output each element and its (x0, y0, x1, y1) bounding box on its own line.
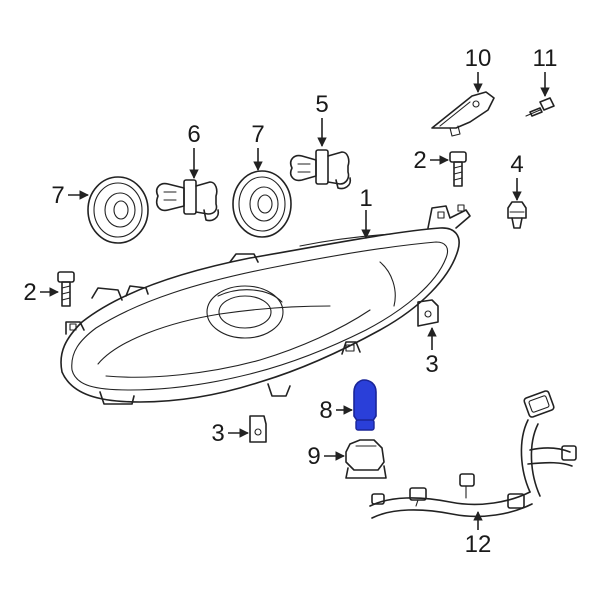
callout-6: 6 (187, 121, 200, 148)
callout-2-lower: 2 (23, 279, 36, 306)
clip-nut-lower (249, 415, 267, 443)
bulb-cap-right (232, 170, 292, 238)
mounting-bracket (431, 91, 495, 137)
callout-7-right: 7 (251, 121, 264, 148)
callout-7-left: 7 (51, 182, 64, 209)
callout-2-upper: 2 (413, 147, 426, 174)
callout-labels: 10 11 5 6 7 7 2 4 1 2 3 8 3 9 12 (23, 45, 557, 558)
callout-8: 8 (319, 397, 332, 424)
callout-10: 10 (465, 45, 492, 72)
wire-harness (369, 390, 577, 519)
leader-arrows (40, 72, 550, 530)
bulb-cap-left (87, 176, 149, 244)
bulb-socket (345, 439, 387, 479)
screw (525, 97, 555, 117)
headlamp-bulb-right (289, 149, 352, 190)
bulb-base (355, 419, 375, 431)
callout-1: 1 (359, 185, 372, 212)
retainer-clip (507, 201, 527, 229)
headlamp-assembly (60, 204, 471, 405)
callout-5: 5 (315, 91, 328, 118)
callout-9: 9 (307, 443, 320, 470)
callout-11: 11 (533, 45, 558, 72)
callout-12: 12 (465, 531, 492, 558)
bolt-lower (57, 271, 75, 307)
headlamp-bulb-left (155, 179, 220, 222)
clip-nut-upper (417, 299, 439, 327)
highlighted-bulb (353, 379, 377, 431)
callout-3-lower: 3 (211, 420, 224, 447)
callout-4: 4 (510, 151, 523, 178)
callout-3-upper: 3 (425, 351, 438, 378)
bulb-highlight (353, 379, 377, 423)
bolt-upper (449, 151, 467, 187)
